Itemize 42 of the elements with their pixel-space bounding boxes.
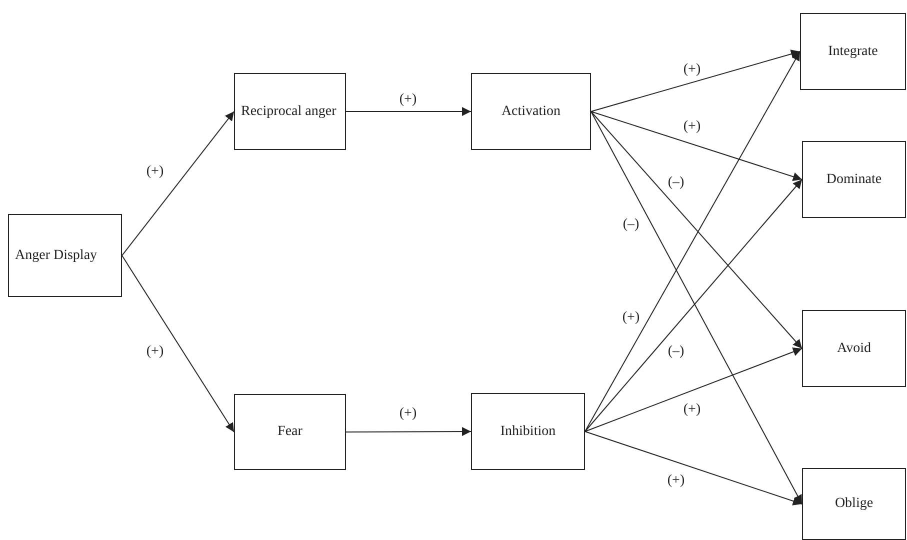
arrow	[590, 111, 802, 349]
arrow	[346, 427, 472, 436]
node-label: Anger Display	[15, 248, 98, 264]
node-label: Reciprocal anger	[241, 104, 336, 120]
edge-label: (+)	[145, 344, 165, 360]
edge-label: (+)	[682, 402, 702, 418]
arrow	[122, 255, 234, 432]
edge-label: (+)	[398, 406, 418, 422]
node-label: Integrate	[828, 44, 878, 60]
arrow	[584, 431, 802, 506]
edge-label: (–)	[666, 344, 686, 360]
arrow	[590, 111, 802, 182]
process-box	[802, 141, 906, 218]
edge-label: (+)	[145, 164, 165, 180]
node-label: Avoid	[837, 340, 871, 356]
node-label: Fear	[278, 424, 302, 440]
node-label: Activation	[501, 104, 561, 120]
arrow	[584, 179, 802, 432]
edge-label: (–)	[666, 175, 686, 191]
edge-label: (+)	[398, 92, 418, 108]
edge-label: (+)	[682, 119, 702, 135]
arrow	[122, 111, 234, 256]
edge-label: (–)	[622, 217, 640, 233]
node-label: Inhibition	[500, 424, 556, 440]
edge-label: (+)	[682, 62, 702, 78]
process-box	[8, 214, 122, 297]
process-box	[802, 310, 906, 387]
node-label: Oblige	[834, 496, 874, 512]
arrow	[346, 107, 472, 116]
edge-label: (+)	[666, 473, 686, 489]
process-box	[234, 394, 346, 470]
process-box	[471, 393, 585, 470]
arrow	[584, 51, 800, 432]
process-box	[802, 468, 906, 540]
process-box	[800, 13, 906, 90]
edge-label: (+)	[621, 310, 641, 326]
process-box	[471, 73, 591, 150]
node-label: Dominate	[826, 172, 882, 188]
arrow	[590, 111, 802, 504]
arrow	[590, 50, 800, 112]
process-box	[234, 73, 346, 150]
arrow	[584, 348, 802, 432]
